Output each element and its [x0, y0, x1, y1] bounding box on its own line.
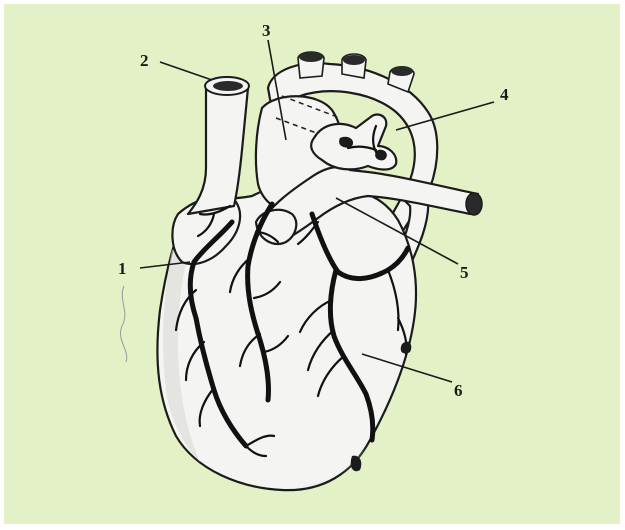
aortic-branch-1-opening: [299, 52, 323, 62]
label-4: 4: [500, 85, 509, 104]
aortic-branch-3-opening: [391, 66, 413, 76]
label-1: 1: [118, 259, 127, 278]
pulmonary-artery-opening: [466, 193, 482, 215]
superior-vena-cava: [188, 86, 248, 214]
leader-line-2: [160, 62, 212, 80]
label-6: 6: [454, 381, 463, 400]
aortic-branch-2-opening: [343, 55, 365, 65]
apex-dark-spot: [351, 456, 362, 472]
superior-vena-cava-lumen: [213, 81, 243, 91]
label-5: 5: [460, 263, 469, 282]
pencil-squiggle: [120, 286, 126, 362]
label-2: 2: [140, 51, 149, 70]
label-3: 3: [262, 21, 271, 40]
